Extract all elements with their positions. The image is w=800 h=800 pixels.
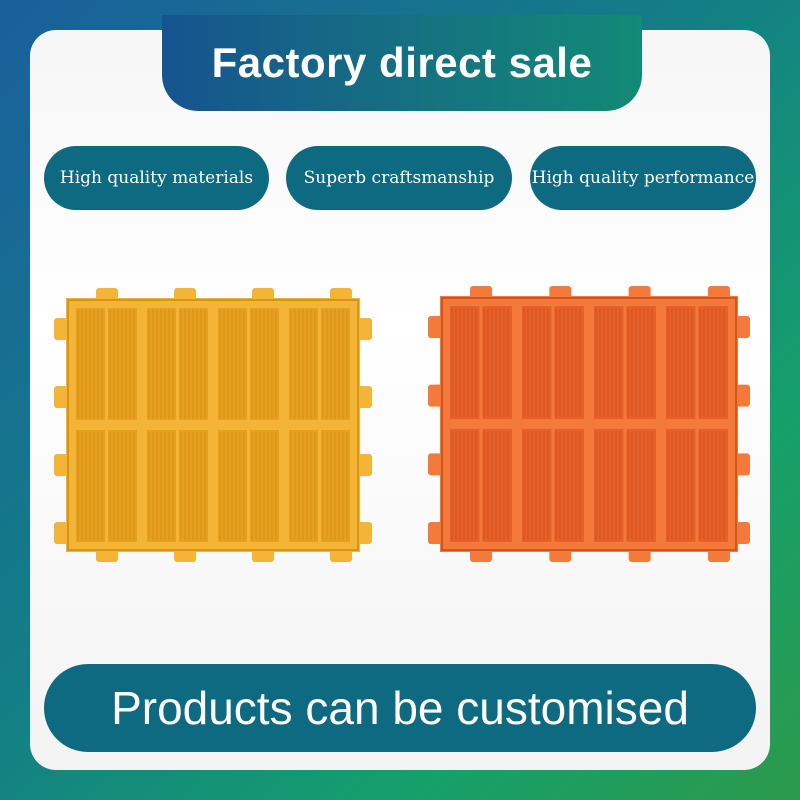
product-images [54,286,750,562]
feature-label: Superb craftsmanship [303,168,495,188]
feature-label: High quality materials [59,168,254,188]
feature-label: High quality performance [531,168,755,188]
yellow-screen-panel [54,288,372,562]
title-banner: Factory direct sale [162,15,642,111]
feature-badge-craftsmanship: Superb craftsmanship [286,146,512,210]
page-title: Factory direct sale [211,39,593,86]
customisation-text: Products can be customised [111,682,689,734]
feature-badge-performance: High quality performance [530,146,756,210]
orange-screen-panel [428,286,750,562]
feature-badge-materials: High quality materials [44,146,269,210]
customisation-banner: Products can be customised [44,664,756,752]
